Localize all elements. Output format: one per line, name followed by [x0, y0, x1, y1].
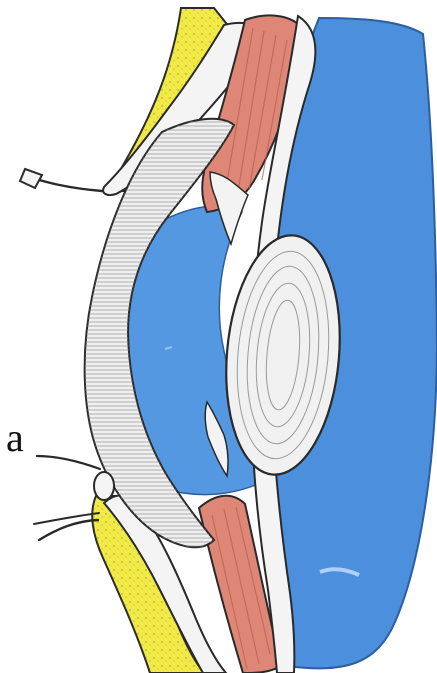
lower-eyelid-lash-line-2: [34, 513, 99, 524]
lower-eyelid-lash-line: [39, 520, 98, 540]
label-a-leader-line: [37, 456, 100, 469]
label-a: a: [6, 415, 24, 460]
upper-eyelid-margin: [20, 169, 42, 188]
marker-a-structure: [94, 472, 114, 500]
